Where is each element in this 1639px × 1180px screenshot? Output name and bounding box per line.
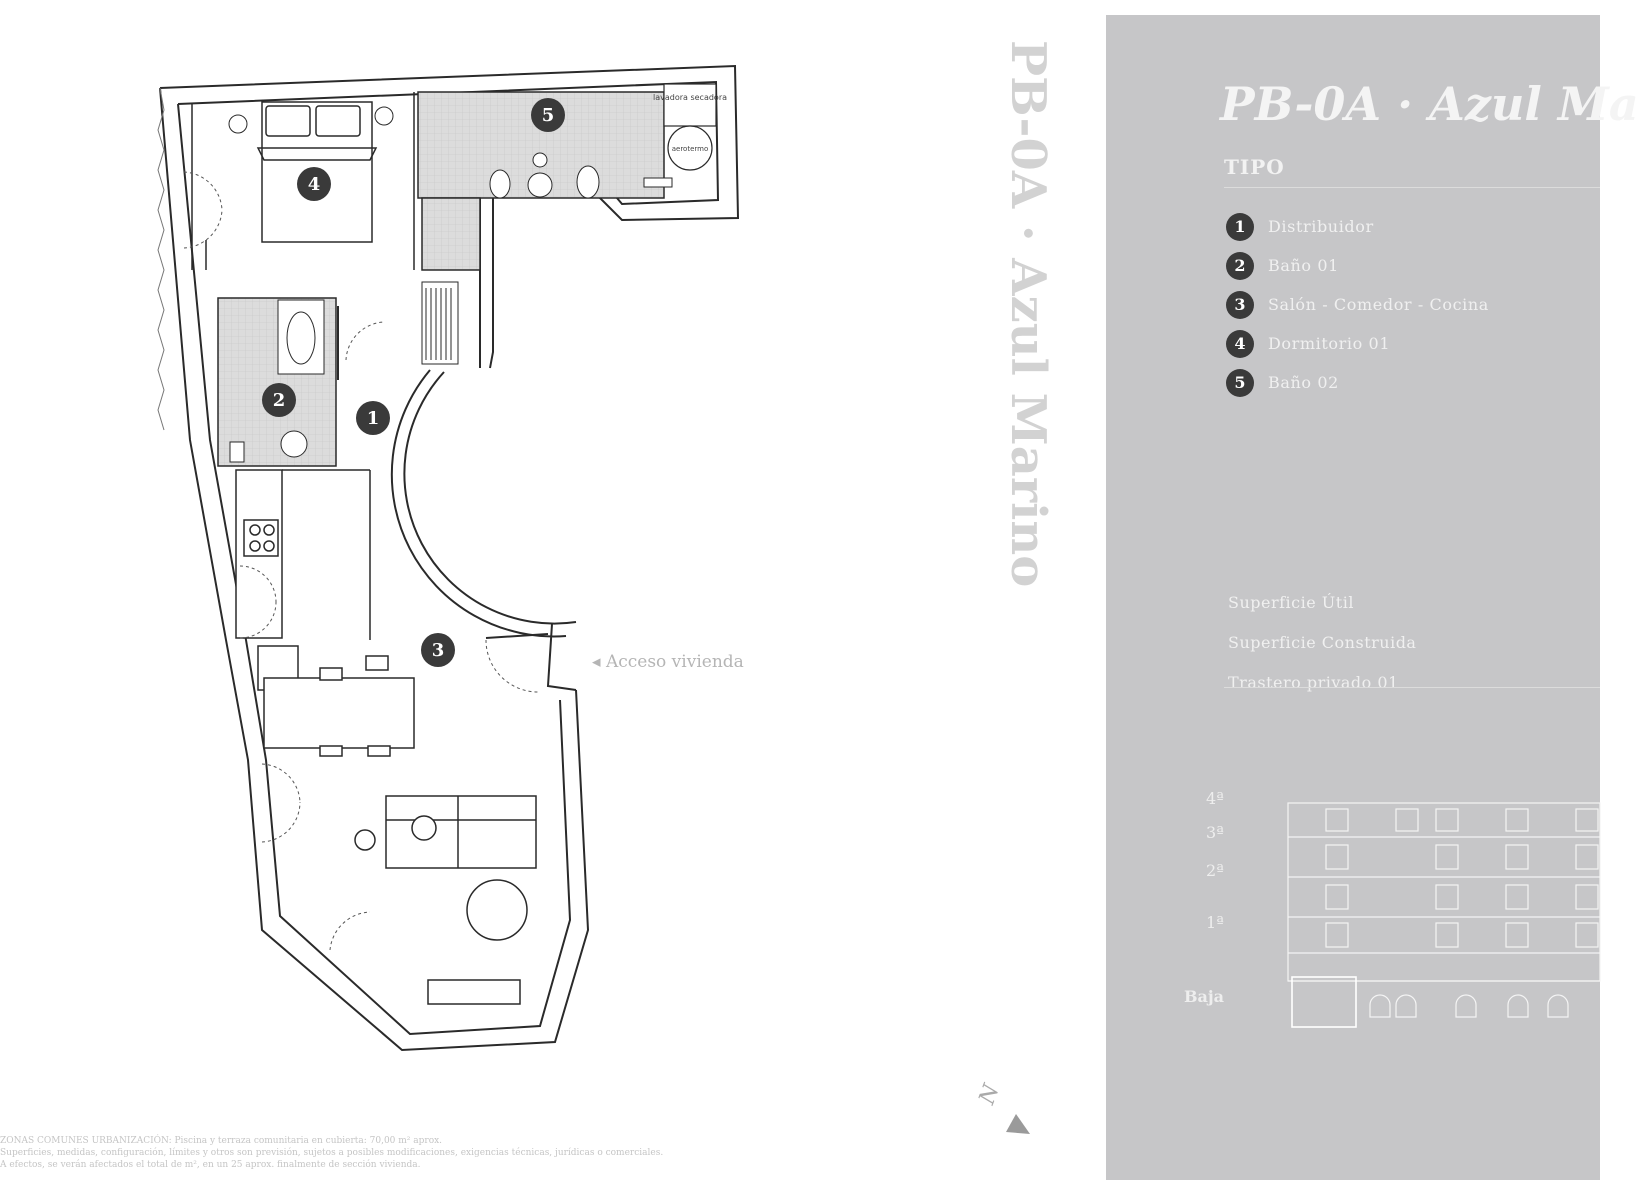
- wardrobe: [421, 281, 459, 365]
- bidet-icon: [576, 165, 600, 199]
- floor-label: 3ª: [1206, 823, 1224, 842]
- legend-item: 1 Distribuidor: [1226, 207, 1489, 246]
- toilet-icon: [489, 169, 511, 199]
- washer-label: lavadora secadora: [653, 93, 727, 102]
- sink-icon: [527, 172, 553, 198]
- floor-plan: lavadora secadora aerotermo: [157, 64, 740, 1052]
- aerotermo-label: aerotermo: [672, 145, 709, 153]
- surface-list: Superficie Útil Superficie Construida Tr…: [1228, 593, 1416, 713]
- floor-label: 1ª: [1206, 913, 1224, 932]
- lamp-icons: [228, 106, 394, 134]
- footer-notes: ZONAS COMUNES URBANIZACIÓN: Piscina y te…: [0, 1135, 760, 1171]
- legend-label: Salón - Comedor - Cocina: [1268, 295, 1489, 314]
- legend-item: 2 Baño 01: [1226, 246, 1489, 285]
- bedroom-door: [183, 171, 223, 249]
- surface-item: Trastero privado 01: [1228, 673, 1399, 692]
- divider: [1224, 687, 1600, 688]
- surface-item: Superficie Construida: [1228, 633, 1417, 652]
- access-label: ◂ Acceso vivienda: [592, 652, 744, 672]
- svg-text:5: 5: [542, 105, 555, 126]
- legend-number: 3: [1226, 290, 1254, 319]
- kitchen: [235, 469, 415, 757]
- washer-box: [663, 83, 717, 127]
- svg-text:4: 4: [308, 174, 321, 195]
- building-elevation: [1287, 802, 1601, 1028]
- room-badge-5: 5: [531, 98, 565, 132]
- room-badge-2: 2: [262, 383, 296, 417]
- surface-item: Superficie Útil: [1228, 593, 1354, 612]
- legend-label: Baño 01: [1268, 256, 1339, 275]
- svg-text:1: 1: [367, 408, 380, 429]
- side-title: PB-0A · Azul Marino: [1000, 40, 1056, 588]
- aerotermo: [667, 125, 713, 171]
- floor-label: 4ª: [1206, 789, 1224, 808]
- curved-wall: [403, 371, 577, 625]
- legend-item: 3 Salón - Comedor - Cocina: [1226, 285, 1489, 324]
- living-room: [354, 795, 537, 1005]
- legend-label: Distribuidor: [1268, 217, 1374, 236]
- floor-label: 2ª: [1206, 861, 1224, 880]
- access-text: Acceso vivienda: [605, 652, 744, 672]
- svg-text:2: 2: [273, 390, 286, 411]
- north-arrow-icon: [1006, 1114, 1030, 1134]
- tipo-label: TIPO: [1224, 155, 1285, 179]
- person-icon: [532, 152, 548, 168]
- legend-number: 2: [1226, 251, 1254, 280]
- floor-label: Baja: [1184, 987, 1225, 1006]
- legend-number: 4: [1226, 329, 1254, 358]
- svg-text:3: 3: [432, 640, 445, 661]
- wc-icon: [280, 430, 308, 458]
- footer-line-2: Superficies, medidas, configuración, lím…: [0, 1148, 664, 1158]
- living-doors: [261, 763, 371, 951]
- footer-line-1: ZONAS COMUNES URBANIZACIÓN: Piscina y te…: [0, 1136, 443, 1146]
- room-legend: 1 Distribuidor 2 Baño 01 3 Salón - Comedor …: [1226, 207, 1489, 402]
- entrance-door: [485, 639, 539, 693]
- room-badge-4: 4: [297, 167, 331, 201]
- footer-line-3: A efectos, se verán afectados el total d…: [0, 1160, 421, 1170]
- room-badges: 1 2 3 4 5: [262, 98, 565, 667]
- kitchen-door: [239, 565, 277, 639]
- room-badge-1: 1: [356, 401, 390, 435]
- legend-number: 5: [1226, 368, 1254, 397]
- legend-item: 4 Dormitorio 01: [1226, 324, 1489, 363]
- panel-title: PB-0A · Azul Ma: [1220, 77, 1639, 131]
- legend-number: 1: [1226, 212, 1254, 241]
- legend-label: Dormitorio 01: [1268, 334, 1391, 353]
- room-badge-3: 3: [421, 633, 455, 667]
- window-edge: [157, 87, 165, 431]
- legend-item: 5 Baño 02: [1226, 363, 1489, 402]
- legend-label: Baño 02: [1268, 373, 1339, 392]
- divider: [1224, 187, 1600, 188]
- access-arrow-icon: ◂: [592, 652, 606, 672]
- bath-icon: [286, 311, 316, 365]
